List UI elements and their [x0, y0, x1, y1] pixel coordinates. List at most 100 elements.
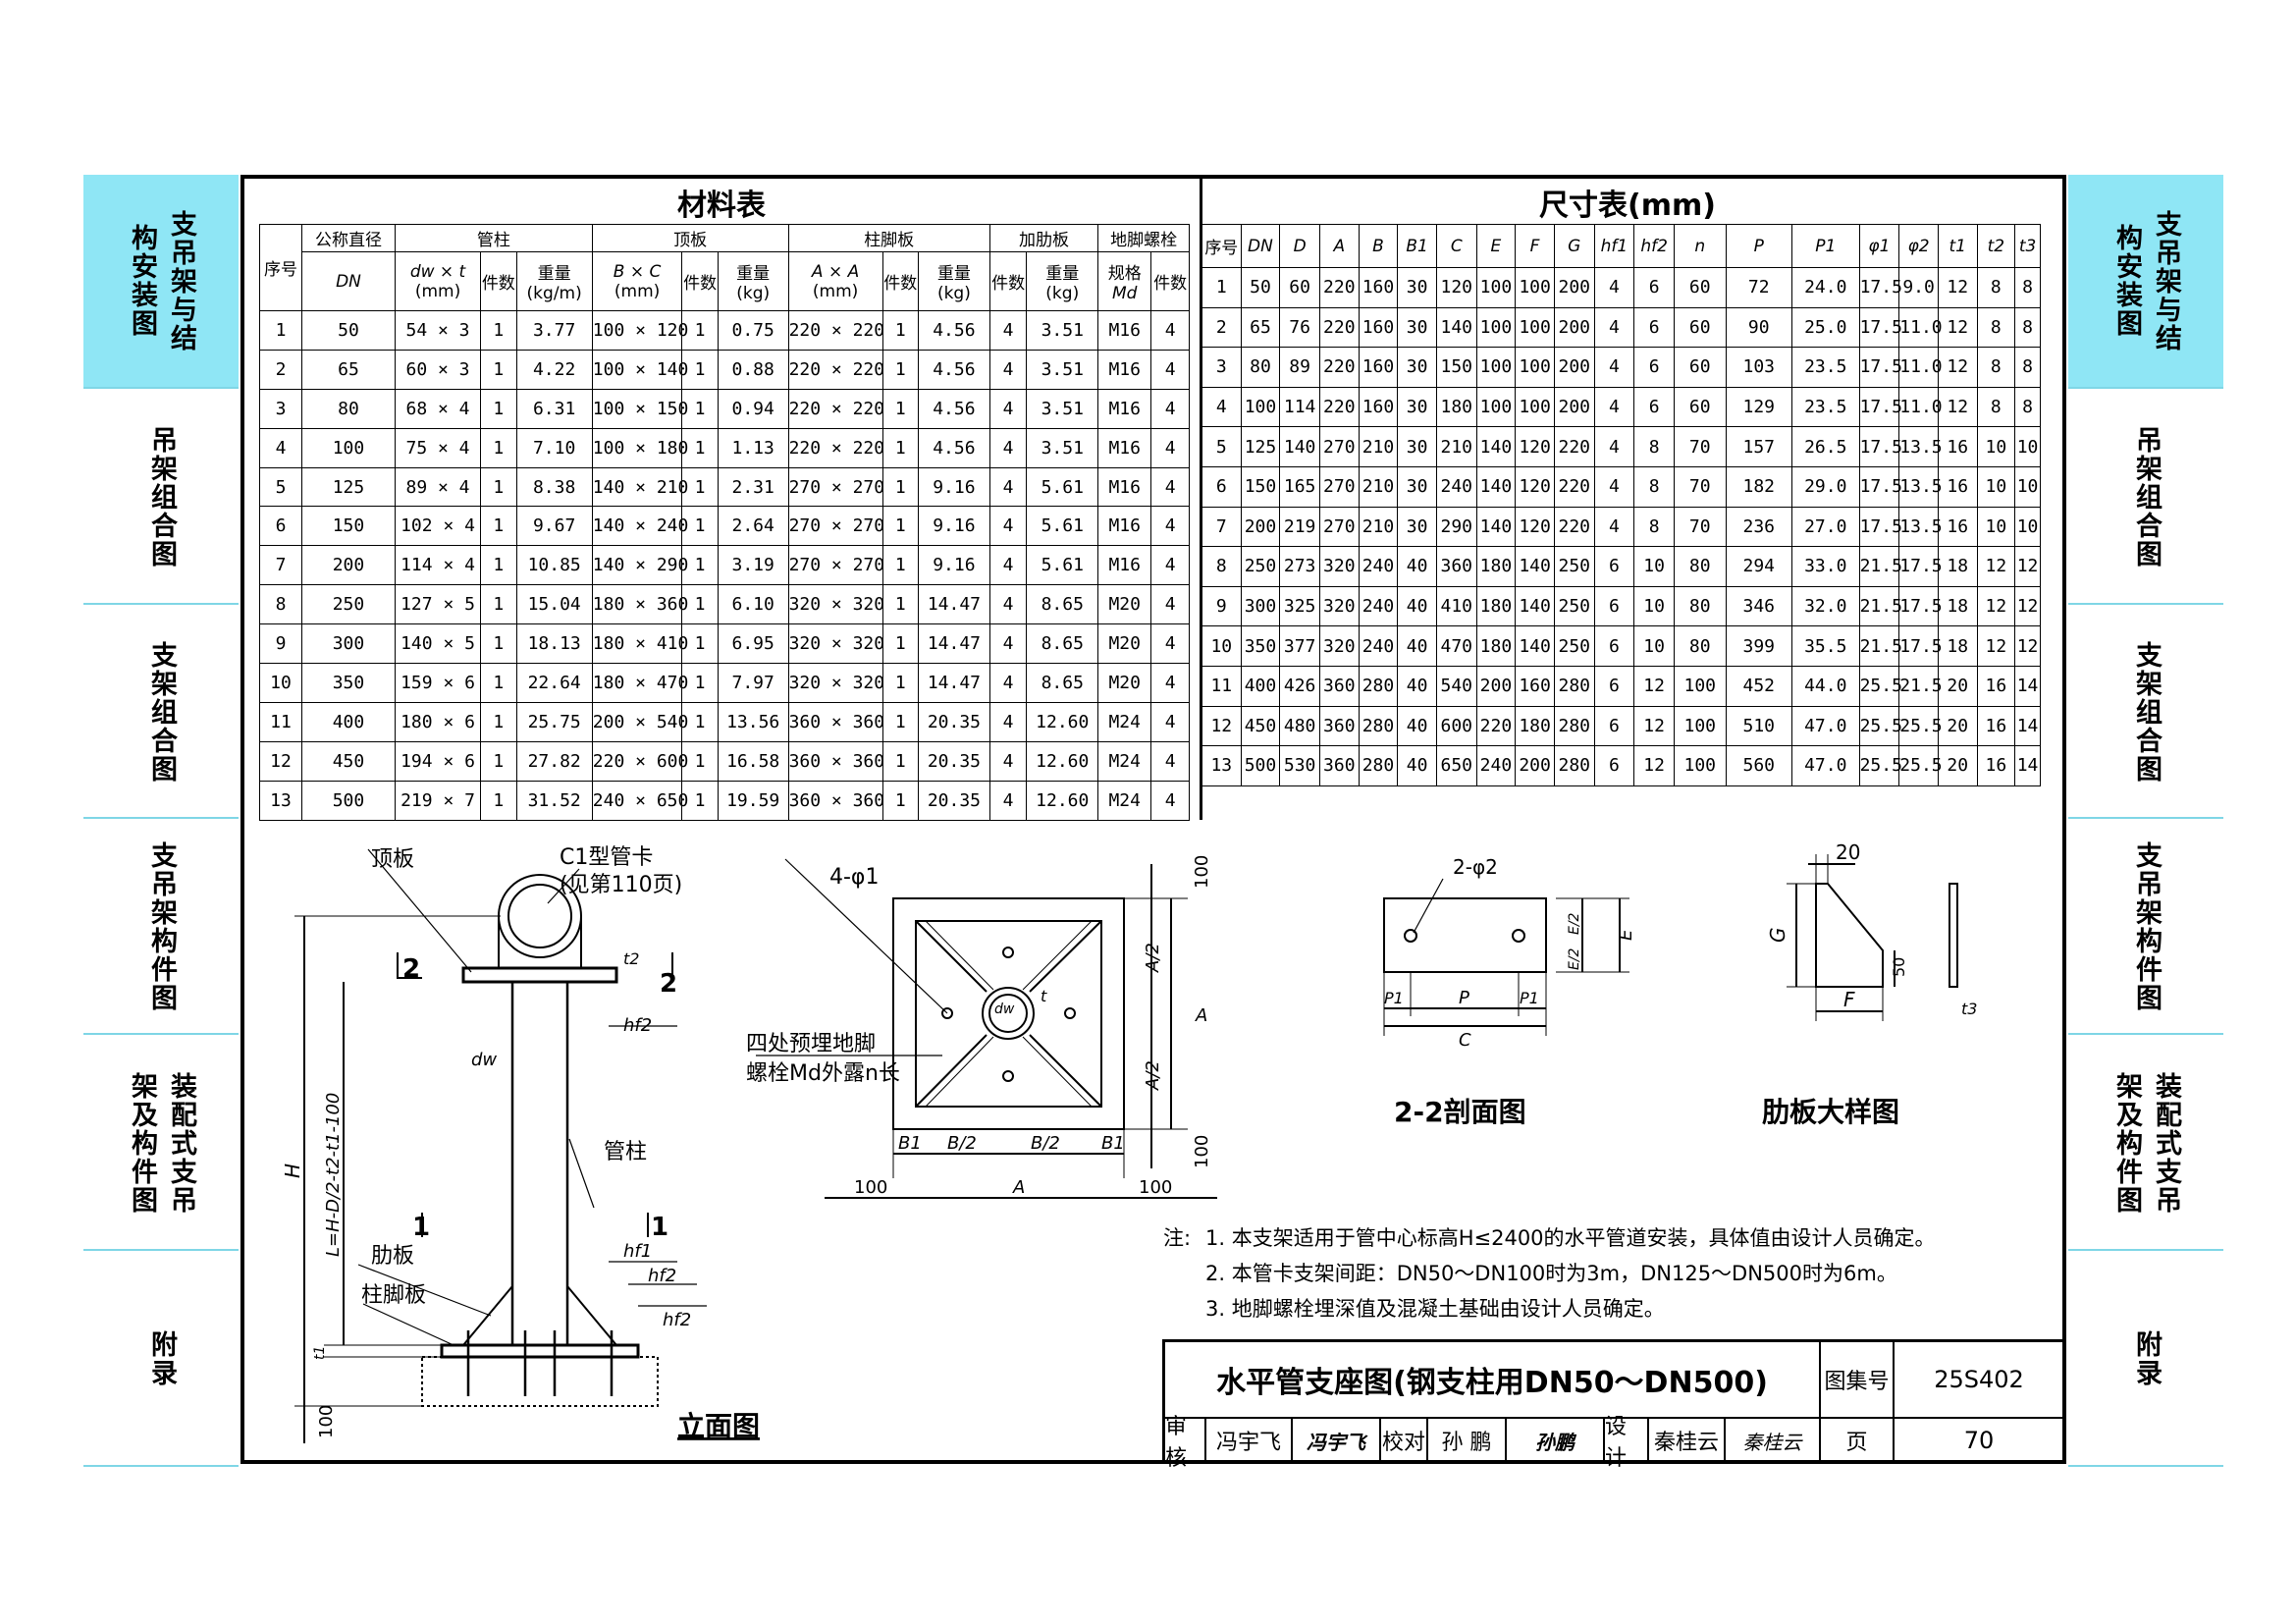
table-cell: 10 [1976, 426, 2016, 467]
label-anchor-line2: 螺栓Md外露n长 [746, 1061, 900, 1086]
table-cell: 12 [2014, 546, 2041, 587]
table-cell: 220 [1553, 426, 1595, 467]
table-cell: 6 [1593, 745, 1635, 786]
table-cell: 6 [1593, 625, 1635, 667]
base-plate-shape [440, 1343, 640, 1359]
table-cell: 114 × 4 [394, 545, 482, 586]
table-cell: 273 [1279, 546, 1320, 587]
table-cell: 426 [1279, 665, 1320, 707]
side-tab-left-3[interactable]: 支架组合图 [83, 607, 239, 819]
table-cell: 3.51 [1026, 427, 1099, 468]
label-section-2-right: 2 [660, 969, 677, 999]
table-cell: 1 [480, 701, 517, 742]
side-tab-right-6[interactable]: 附录 [2068, 1253, 2223, 1467]
label-50: 50 [1890, 957, 1908, 977]
table-cell: 90 [1725, 306, 1792, 349]
table-cell: 1 [681, 584, 719, 625]
table-cell: M16 [1097, 310, 1152, 351]
table-cell: 1 [881, 623, 919, 665]
table-cell: 165 [1279, 465, 1320, 508]
col-header: hf1 [1593, 224, 1635, 268]
table-cell: 270 [1318, 465, 1360, 508]
table-cell: 2 [258, 349, 303, 390]
table-cell: 20.35 [917, 740, 990, 782]
table-cell: 180 [1475, 546, 1517, 587]
side-tab-right-4[interactable]: 支吊架构件图 [2068, 821, 2223, 1035]
table-cell: 4 [1150, 780, 1190, 821]
table-cell: 210 [1358, 465, 1399, 508]
header-line: A × A [811, 261, 860, 282]
table-cell: 4 [1150, 740, 1190, 782]
table-cell: 8 [1633, 426, 1675, 467]
table-cell: 140 × 240 [591, 506, 688, 547]
table-cell: 1 [681, 466, 719, 508]
table-cell: 100 [1475, 306, 1517, 349]
side-tab-left-6[interactable]: 附录 [83, 1253, 239, 1467]
table-cell: M16 [1097, 388, 1152, 429]
side-tab-right-5[interactable]: 装配式支吊架及构件图 [2068, 1037, 2223, 1251]
table-cell: 17.5 [1898, 546, 1943, 587]
label-H: H [281, 1164, 304, 1178]
table-cell: 150 [1240, 465, 1281, 508]
table-cell: 9.16 [917, 466, 990, 508]
side-tab-left-4[interactable]: 支吊架构件图 [83, 821, 239, 1035]
side-tab-left-1[interactable]: 支吊架与结构安装图 [83, 175, 239, 389]
side-tab-label: 支吊架构件图 [2131, 841, 2162, 1012]
table-cell: 159 × 6 [394, 663, 482, 703]
table-cell: 12 [1937, 386, 1978, 428]
side-tab-label: 构安装图 [127, 224, 157, 338]
table-cell: 65 [301, 349, 396, 390]
side-tab-right-3[interactable]: 支架组合图 [2068, 607, 2223, 819]
table-cell: 200 × 540 [591, 701, 688, 742]
table-cell: 180 × 6 [394, 701, 482, 742]
table-cell: 8 [1976, 267, 2016, 308]
table-cell: 210 [1358, 506, 1399, 548]
table-cell: 100 [1515, 306, 1555, 349]
table-cell: 65 [1240, 306, 1281, 349]
header-line: (kg) [936, 284, 971, 303]
side-tab-label: 支吊架与结 [2151, 209, 2181, 352]
side-tab-right-1[interactable]: 支吊架与结构安装图 [2068, 175, 2223, 389]
table-cell: 280 [1553, 745, 1595, 786]
table-cell: 16 [1937, 465, 1978, 508]
table-cell: M20 [1097, 663, 1152, 703]
side-tab-left-5[interactable]: 装配式支吊架及构件图 [83, 1037, 239, 1251]
atlas-label: 图集号 [1821, 1342, 1895, 1419]
label-E: E [1616, 929, 1636, 941]
table-cell: 3.77 [515, 310, 593, 351]
table-cell: 23.5 [1791, 386, 1860, 428]
table-cell: 100 × 120 [591, 310, 688, 351]
side-tab-label: 装配式支吊 [2151, 1071, 2181, 1215]
table-cell: 14 [2014, 665, 2041, 707]
table-cell: 220 × 220 [787, 310, 884, 351]
table-cell: 60 [1279, 267, 1320, 308]
col-header-count: 件数 [988, 251, 1028, 311]
table-cell: 16 [1976, 745, 2016, 786]
table-cell: 8 [1633, 465, 1675, 508]
table-cell: 6 [1633, 267, 1675, 308]
col-header: φ2 [1898, 224, 1939, 268]
table-cell: 30 [1397, 426, 1437, 467]
table-cell: 100 [1674, 705, 1727, 747]
side-tab-right-2[interactable]: 吊架组合图 [2068, 391, 2223, 605]
rib-detail-drawing: 20 G F 50 t3 肋板大样图 [1762, 840, 1977, 1128]
table-cell: 100 × 140 [591, 349, 688, 390]
table-cell: 1.13 [717, 427, 789, 468]
table-cell: 140 [1435, 306, 1477, 349]
table-cell: 4 [1593, 426, 1635, 467]
table-cell: 1 [681, 780, 719, 821]
table-cell: 220 [1475, 705, 1517, 747]
table-cell: 346 [1725, 585, 1792, 627]
table-cell: 240 [1475, 745, 1517, 786]
table-cell: 2.31 [717, 466, 789, 508]
table-cell: 210 [1435, 426, 1477, 467]
table-cell: 100 [1515, 267, 1555, 308]
label-G: G [1766, 928, 1789, 944]
table-cell: 1 [681, 349, 719, 390]
table-cell: 5.61 [1026, 545, 1099, 586]
side-tab-left-2[interactable]: 吊架组合图 [83, 391, 239, 605]
